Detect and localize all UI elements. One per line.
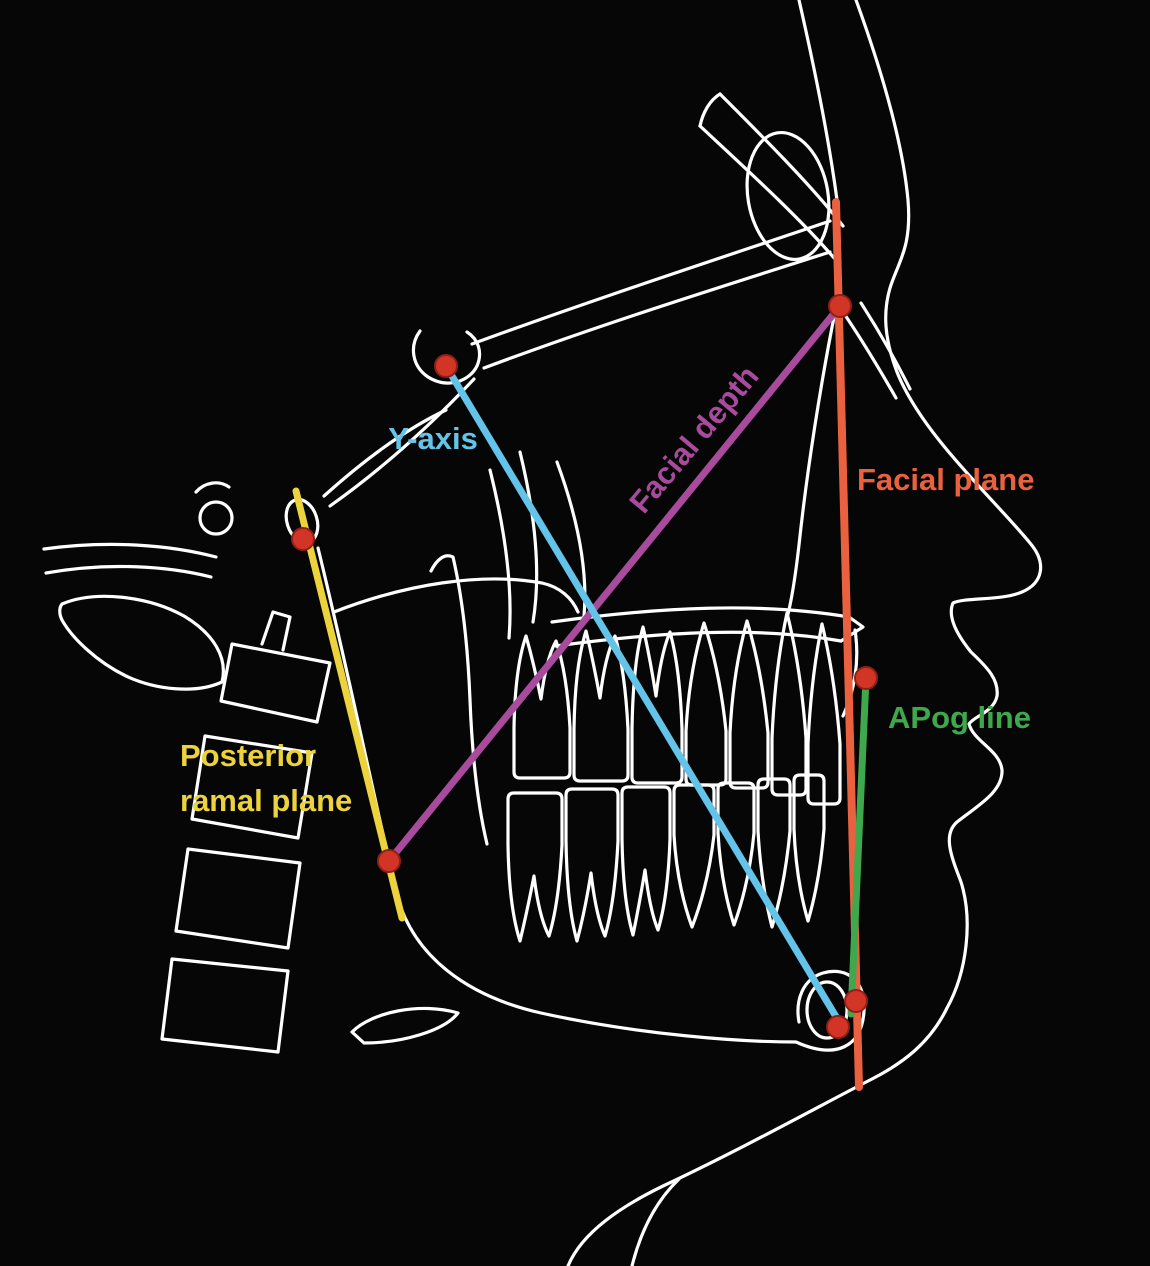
clivus-line [328,377,476,508]
apog-line-line [847,674,870,1018]
skull-base-left-b [44,564,213,579]
vertebra-c4 [160,957,290,1054]
nasal-bone-a [841,310,898,400]
facial-depth-line [385,302,844,865]
skull-tracing [42,0,1043,1266]
landmark-dot-gnathion [826,1015,850,1039]
zygomatic-arch [332,577,580,614]
upper-tooth-1 [512,634,572,780]
lower-tooth-7 [792,773,826,923]
mandible-lower-border [395,894,866,1052]
cranial-base-upper [470,219,832,346]
landmark-dot-pogonion [844,989,868,1013]
upper-tooth-4 [684,621,728,787]
ear-arc [194,481,231,494]
reference-lines-layer [292,198,870,1091]
pterygoid-curve-b [488,468,512,640]
posterior-ramal-plane-line [292,487,406,922]
coronoid-anterior-ramus [429,554,489,846]
hyoid-bone-outline [350,1006,460,1045]
y-axis-label: Y-axis [388,421,478,456]
ear-canal-circle [198,500,234,536]
inner-forehead-line [797,0,839,202]
frontal-diagonal-a [698,124,836,260]
occipital-bone-outline [58,594,225,691]
symphysis-inner-outline [805,980,849,1040]
nasal-cavity-inner [785,310,837,620]
face-profile-outline [566,0,1043,1266]
vertebra-c1 [219,642,332,724]
lower-tooth-3 [620,785,672,937]
landmark-dot-gonion [377,849,401,873]
throat-line [630,1177,681,1266]
landmark-dots-layer [291,294,878,1039]
orbit-outline [745,130,831,262]
landmark-dot-sella [434,354,458,378]
nasal-bone-b [859,301,912,391]
landmark-dot-a-point [854,666,878,690]
upper-tooth-6 [770,611,808,797]
odontoid-process [260,610,292,652]
frontal-connector [698,92,722,128]
vertebra-c2 [190,734,314,840]
landmark-dot-nasion [828,294,852,318]
facial-depth-label: Facial depth [622,359,765,520]
upper-tooth-7 [806,622,842,806]
lower-tooth-6 [756,777,792,929]
y-axis-line [442,362,845,1029]
lower-tooth-1 [506,791,564,943]
cranial-base-lower [482,250,832,370]
frontal-diagonal-b [718,92,845,228]
petrous-line [322,408,448,498]
upper-tooth-2 [572,629,630,783]
teeth-group [506,611,842,943]
landmark-dot-articulare [291,527,315,551]
lower-tooth-5 [716,781,756,927]
lower-tooth-4 [672,783,716,929]
pterygoid-curve-a [518,450,539,624]
lower-tooth-2 [564,787,620,943]
facial-plane-label: Facial plane [857,462,1034,497]
apog-line-label: APog line [888,700,1031,735]
upper-tooth-3 [630,625,684,785]
upper-tooth-5 [728,619,770,790]
vertebra-c3 [174,847,302,950]
skull-base-left-a [42,542,218,559]
